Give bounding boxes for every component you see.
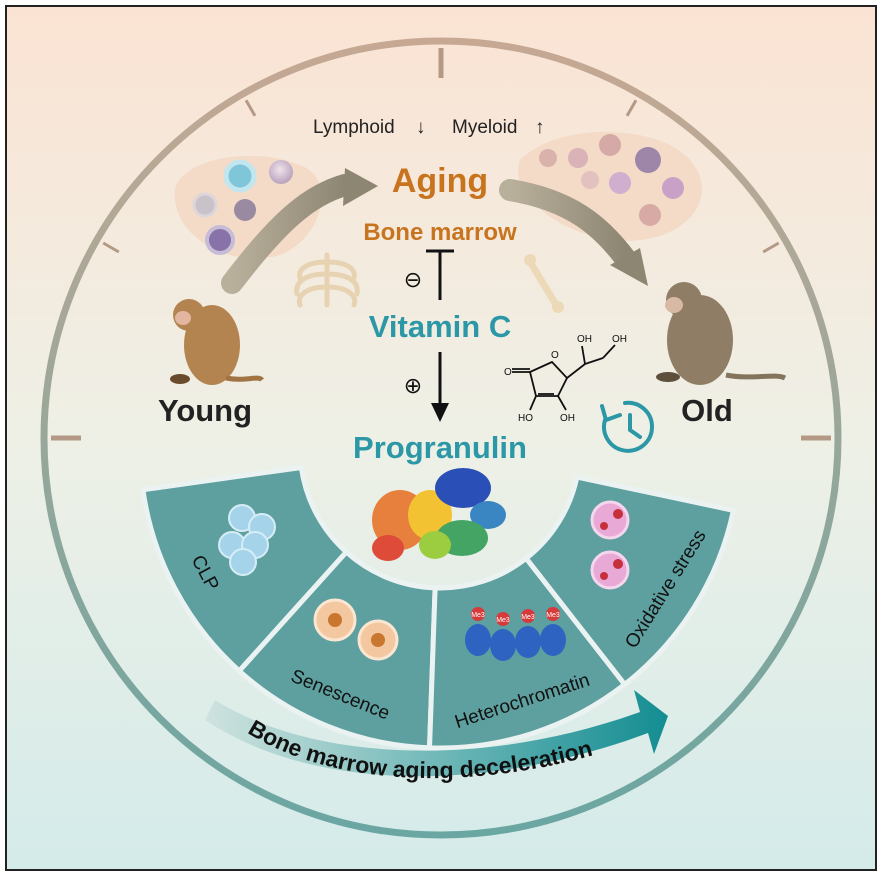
old-label: Old	[681, 393, 733, 428]
ros-icon	[600, 522, 608, 530]
ros-icon	[600, 572, 608, 580]
lymphoid-arrow: ↓	[416, 117, 426, 138]
outcome-panels: CLP↑Senescence↓Heterochromatin↑Oxidative…	[140, 464, 737, 751]
histone-mark-icon	[496, 612, 510, 626]
clock-ring	[40, 37, 842, 839]
myeloid-label: Myeloid	[452, 117, 517, 138]
histone-mark-label: Me3	[471, 612, 485, 619]
histone-mark-label: Me3	[546, 612, 560, 619]
clock-tick	[625, 99, 638, 117]
aging-arrow-right-head	[610, 248, 648, 286]
ascorbic-acid-structure	[512, 344, 616, 411]
oxidative-cell-icon	[590, 500, 630, 540]
promote-symbol: ⊕	[404, 373, 422, 398]
carbonyl-oxygen: O	[504, 367, 512, 378]
old-monkey-illustration	[656, 282, 787, 385]
clock-ticks	[51, 48, 831, 441]
nucleosome-icon	[515, 626, 541, 658]
hydroxyl-2: OH	[612, 334, 627, 345]
hydroxyl-4: OH	[560, 413, 575, 424]
aging-arrow-right	[499, 179, 636, 269]
progranulin-label: Progranulin	[353, 430, 527, 465]
ros-icon	[613, 509, 623, 519]
nucleosome-icon	[490, 629, 516, 661]
vitamin-c-label: Vitamin C	[369, 309, 511, 344]
rib-cage-icon	[294, 252, 360, 308]
hydroxyl-3: HO	[518, 413, 533, 424]
promotion-arrowhead	[431, 403, 449, 422]
clock-tick	[102, 241, 120, 254]
clp-cell-icon	[229, 548, 257, 576]
young-label: Young	[158, 393, 252, 428]
bone-icon	[524, 254, 564, 313]
hydroxyl-1: OH	[577, 334, 592, 345]
histone-mark-label: Me3	[496, 617, 510, 624]
aging-title: Aging	[392, 162, 488, 200]
nucleosome-icon	[540, 624, 566, 656]
panel-sector	[522, 474, 737, 688]
histone-mark-label: Me3	[521, 614, 535, 621]
myeloid-arrow: ↑	[535, 117, 545, 138]
inhibit-symbol: ⊖	[404, 267, 422, 292]
bone-marrow-label: Bone marrow	[363, 219, 517, 246]
deceleration-arrow	[205, 690, 668, 777]
panel-sector	[235, 548, 438, 751]
senescent-nucleus-icon	[371, 633, 385, 647]
clock-tick	[244, 99, 257, 117]
senescent-nucleus-icon	[328, 613, 342, 627]
ros-icon	[613, 559, 623, 569]
clock-tick	[762, 241, 780, 254]
reverse-clock-icon	[600, 400, 654, 453]
ring-oxygen: O	[551, 350, 559, 361]
nucleosome-icon	[465, 624, 491, 656]
histone-mark-icon	[546, 607, 560, 621]
oxidative-cell-icon	[590, 550, 630, 590]
progranulin-protein-structure	[372, 468, 506, 561]
young-monkey-illustration	[170, 299, 264, 385]
aging-arrow-left	[221, 174, 356, 294]
aging-arrow-left-head	[343, 168, 378, 206]
lymphoid-label: Lymphoid	[313, 117, 395, 138]
histone-mark-icon	[471, 607, 485, 621]
histone-mark-icon	[521, 609, 535, 623]
